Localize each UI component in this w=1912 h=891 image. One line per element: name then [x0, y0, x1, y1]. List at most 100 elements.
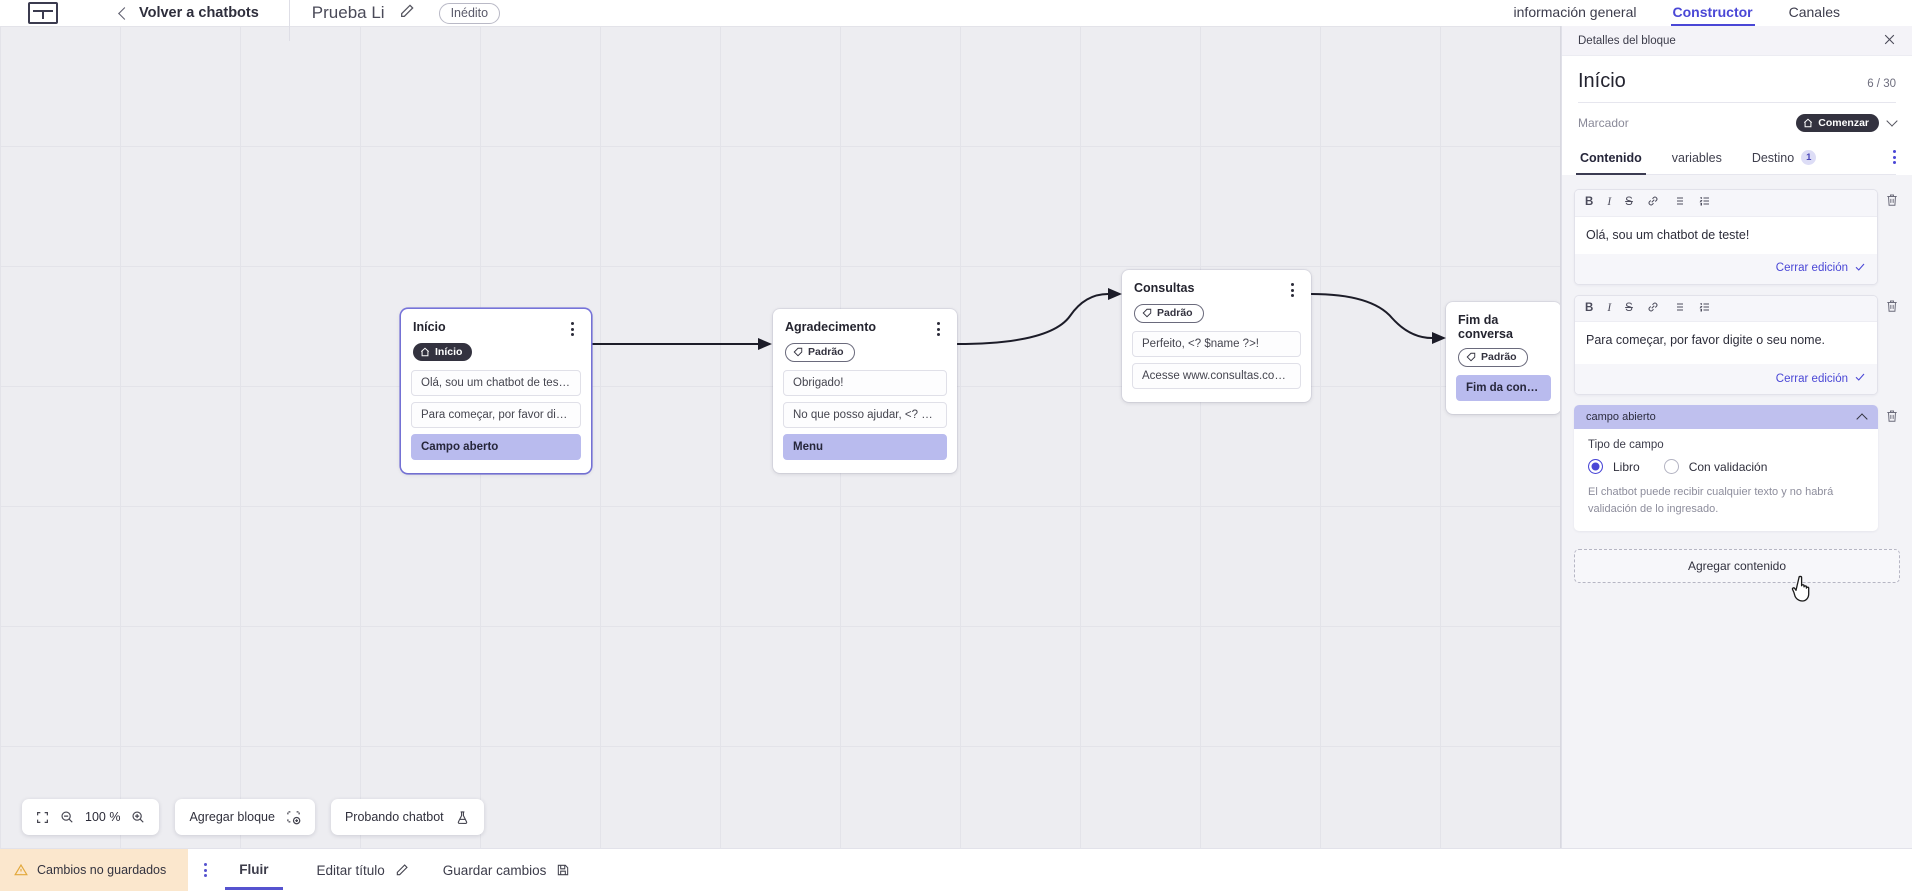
- numbered-list-icon[interactable]: [1699, 195, 1711, 211]
- home-icon: [420, 347, 430, 357]
- node-tag-label: Início: [435, 346, 463, 358]
- radio-con-validacion[interactable]: [1663, 459, 1679, 475]
- block-title-row: Início 6 / 30: [1578, 56, 1896, 102]
- bold-icon[interactable]: B: [1585, 196, 1594, 208]
- node-title: Início: [413, 320, 446, 334]
- bold-icon[interactable]: B: [1585, 301, 1594, 314]
- link-icon[interactable]: [1647, 301, 1659, 317]
- zoom-in-icon[interactable]: [131, 810, 145, 824]
- node-tag-start[interactable]: Início: [413, 343, 473, 361]
- zoom-controls[interactable]: 100 %: [22, 799, 160, 835]
- rich-text-editor[interactable]: B I S Para começar, por favor digite o s…: [1574, 294, 1878, 396]
- rich-text-toolbar: B I S: [1575, 295, 1877, 323]
- node-header: Fim da conversa: [1446, 302, 1560, 341]
- node-message[interactable]: Olá, sou um chatbot de teste!: [411, 370, 581, 396]
- status-menu-icon[interactable]: [204, 863, 208, 877]
- bullet-list-icon[interactable]: [1673, 195, 1685, 211]
- content-item-editor: B I S Olá, sou um chatbot de teste! Cerr…: [1574, 189, 1900, 285]
- flow-node-inicio[interactable]: Início Início Olá, sou um chatbot de tes…: [401, 309, 591, 473]
- fit-screen-icon[interactable]: [36, 811, 49, 824]
- radio-libro[interactable]: [1588, 459, 1603, 475]
- node-menu-icon[interactable]: [931, 320, 945, 336]
- tab-informacion-general[interactable]: información general: [1513, 4, 1637, 20]
- rich-text-toolbar: B I S: [1575, 190, 1877, 217]
- link-icon[interactable]: [1647, 195, 1659, 211]
- node-menu-icon[interactable]: [565, 320, 579, 336]
- node-action[interactable]: Fim da conversa: [1456, 375, 1551, 401]
- bullet-list-icon[interactable]: [1673, 301, 1685, 317]
- check-icon[interactable]: [1854, 371, 1866, 386]
- panel-more-icon[interactable]: [1893, 150, 1896, 164]
- node-tag-default[interactable]: Padrão: [785, 343, 855, 362]
- strikethrough-icon[interactable]: S: [1625, 301, 1633, 314]
- pencil-icon[interactable]: [399, 3, 415, 24]
- editor-text[interactable]: Para começar, por favor digite o seu nom…: [1575, 322, 1877, 365]
- flow-canvas[interactable]: Início Início Olá, sou um chatbot de tes…: [0, 26, 1560, 891]
- close-edit-button[interactable]: Cerrar edición: [1775, 372, 1848, 385]
- unsaved-label: Cambios no guardados: [37, 863, 167, 877]
- node-message[interactable]: No que posso ajudar, <? $name …: [783, 402, 947, 428]
- publish-status-badge: Inédito: [438, 2, 501, 24]
- back-label: Volver a chatbots: [139, 5, 259, 21]
- destino-count-badge: 1: [1801, 150, 1817, 165]
- flow-node-fim-da-conversa[interactable]: Fim da conversa Padrão Fim da conversa: [1446, 302, 1560, 414]
- chevron-up-icon[interactable]: [1856, 413, 1868, 425]
- canvas-toolbar: 100 % Agregar bloque Probando chatbot: [22, 799, 484, 835]
- add-content-button[interactable]: Agregar contenido: [1574, 549, 1900, 584]
- node-action[interactable]: Campo aberto: [411, 434, 581, 460]
- editor-text[interactable]: Olá, sou um chatbot de teste!: [1575, 216, 1877, 254]
- test-chatbot-label: Probando chatbot: [344, 810, 444, 824]
- tab-constructor[interactable]: Constructor: [1670, 4, 1755, 26]
- block-name: Início: [1578, 70, 1626, 92]
- trash-icon[interactable]: [1884, 189, 1900, 207]
- add-content-label: Agregar contenido: [1687, 559, 1787, 574]
- edit-title-button[interactable]: Editar título: [317, 863, 409, 878]
- tab-destino[interactable]: Destino 1: [1750, 142, 1818, 174]
- node-message[interactable]: Para começar, por favor digite o …: [411, 402, 581, 428]
- node-tag-default[interactable]: Padrão: [1134, 304, 1204, 323]
- panel-title: Detalles del bloque: [1578, 34, 1676, 47]
- italic-icon[interactable]: I: [1607, 196, 1612, 208]
- tab-contenido[interactable]: Contenido: [1576, 143, 1646, 175]
- chevron-down-icon[interactable]: [1886, 115, 1898, 127]
- italic-icon[interactable]: I: [1607, 301, 1612, 314]
- add-block-button[interactable]: Agregar bloque: [175, 799, 315, 835]
- test-chatbot-button[interactable]: Probando chatbot: [330, 799, 484, 835]
- strikethrough-icon[interactable]: S: [1625, 196, 1633, 208]
- canvas-divider: [1560, 26, 1561, 891]
- trash-icon[interactable]: [1884, 405, 1900, 423]
- top-bar: Volver a chatbots Prueba Li Inédito info…: [0, 0, 1912, 41]
- marker-value-group: Comenzar: [1796, 114, 1898, 132]
- numbered-list-icon[interactable]: [1699, 301, 1711, 317]
- node-message[interactable]: Obrigado!: [783, 370, 947, 396]
- rich-text-editor[interactable]: B I S Olá, sou um chatbot de teste! Cerr…: [1574, 189, 1878, 285]
- marker-badge[interactable]: Comenzar: [1796, 114, 1879, 132]
- app-logo-icon[interactable]: [28, 2, 58, 24]
- node-message[interactable]: Perfeito, <? $name ?>!: [1132, 331, 1301, 357]
- trash-icon[interactable]: [1884, 295, 1900, 313]
- tab-variables[interactable]: variables: [1670, 143, 1724, 174]
- tipo-de-campo-label: Tipo de campo: [1588, 439, 1664, 452]
- check-icon[interactable]: [1854, 261, 1866, 276]
- campo-abierto-header[interactable]: campo abierto: [1574, 405, 1878, 430]
- close-edit-button[interactable]: Cerrar edición: [1775, 262, 1848, 275]
- back-to-chatbots-button[interactable]: Volver a chatbots: [118, 5, 259, 21]
- tab-canales[interactable]: Canales: [1788, 4, 1840, 20]
- tab-fluir[interactable]: Fluir: [225, 850, 283, 890]
- zoom-out-icon[interactable]: [60, 810, 74, 824]
- field-block: campo abierto Tipo de campo Libro Con va…: [1574, 405, 1900, 532]
- campo-abierto-title: campo abierto: [1586, 411, 1656, 424]
- node-tag-default[interactable]: Padrão: [1458, 348, 1528, 367]
- save-changes-button[interactable]: Guardar cambios: [443, 863, 571, 878]
- tag-icon: [793, 347, 803, 357]
- node-message[interactable]: Acesse www.consultas.com par…: [1132, 363, 1301, 389]
- marker-row: Marcador Comenzar: [1578, 103, 1898, 142]
- node-menu-icon[interactable]: [1285, 281, 1299, 297]
- campo-abierto-box: campo abierto Tipo de campo Libro Con va…: [1574, 405, 1878, 532]
- close-icon[interactable]: [1883, 33, 1896, 49]
- flow-node-agradecimento[interactable]: Agradecimento Padrão Obrigado! No que po…: [773, 309, 957, 473]
- flow-node-consultas[interactable]: Consultas Padrão Perfeito, <? $name ?>! …: [1122, 270, 1311, 402]
- flask-icon: [455, 810, 470, 825]
- node-action[interactable]: Menu: [783, 434, 947, 460]
